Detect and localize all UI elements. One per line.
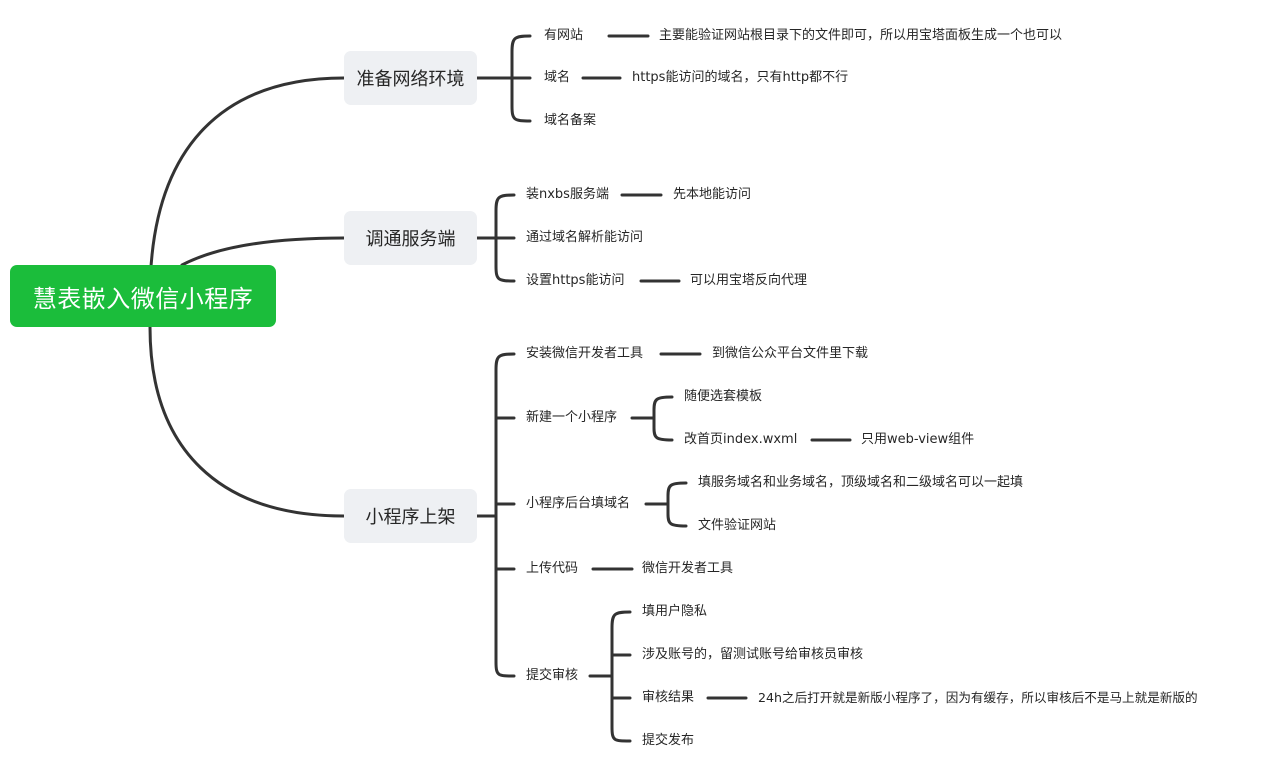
leaf-test-account[interactable]: 涉及账号的，留测试账号给审核员审核: [642, 647, 864, 662]
leaf-new-miniprogram[interactable]: 新建一个小程序: [526, 410, 618, 425]
connector-root-branch-2: [180, 236, 346, 267]
note-review-result[interactable]: 24h之后打开就是新版小程序了，因为有缓存，所以审核后不是马上就是新版的: [758, 690, 1198, 705]
leaf-install-server[interactable]: 装nxbs服务端: [526, 187, 609, 202]
note-install-devtools[interactable]: 到微信公众平台文件里下载: [712, 346, 869, 361]
note-domain[interactable]: https能访问的域名，只有http都不行: [632, 70, 849, 85]
leaf-file-verify[interactable]: 文件验证网站: [698, 518, 777, 533]
leaf-submit-review[interactable]: 提交审核: [526, 668, 579, 683]
note-upload-code[interactable]: 微信开发者工具: [642, 561, 734, 576]
leaf-backend-domain[interactable]: 小程序后台填域名: [526, 496, 631, 511]
branch-server-setup[interactable]: 调通服务端: [344, 211, 477, 265]
connector-root-branch-3: [148, 325, 346, 518]
leaf-setup-https[interactable]: 设置https能访问: [526, 273, 625, 288]
leaf-domain[interactable]: 域名: [544, 70, 571, 85]
leaf-edit-index[interactable]: 改首页index.wxml: [684, 432, 798, 447]
note-setup-https[interactable]: 可以用宝塔反向代理: [690, 273, 808, 288]
leaf-fill-domains[interactable]: 填服务域名和业务域名，顶级域名和二级域名可以一起填: [698, 475, 1024, 490]
leaf-review-result[interactable]: 审核结果: [642, 690, 695, 705]
note-edit-index[interactable]: 只用web-view组件: [861, 432, 975, 447]
leaf-choose-template[interactable]: 随便选套模板: [684, 389, 763, 404]
leaf-has-website[interactable]: 有网站: [544, 28, 584, 43]
leaf-submit-release[interactable]: 提交发布: [642, 733, 695, 748]
connector-root-branch-1: [148, 76, 346, 298]
leaf-user-privacy[interactable]: 填用户隐私: [642, 604, 708, 619]
branch-miniprogram-publish[interactable]: 小程序上架: [344, 489, 477, 543]
branch-prepare-network[interactable]: 准备网络环境: [344, 51, 477, 105]
root-topic[interactable]: 慧表嵌入微信小程序: [10, 265, 276, 327]
leaf-upload-code[interactable]: 上传代码: [526, 561, 579, 576]
leaf-domain-resolve[interactable]: 通过域名解析能访问: [526, 230, 644, 245]
leaf-install-devtools[interactable]: 安装微信开发者工具: [526, 346, 644, 361]
note-install-server[interactable]: 先本地能访问: [673, 187, 752, 202]
leaf-domain-filing[interactable]: 域名备案: [544, 113, 597, 128]
note-has-website[interactable]: 主要能验证网站根目录下的文件即可，所以用宝塔面板生成一个也可以: [659, 28, 1063, 43]
